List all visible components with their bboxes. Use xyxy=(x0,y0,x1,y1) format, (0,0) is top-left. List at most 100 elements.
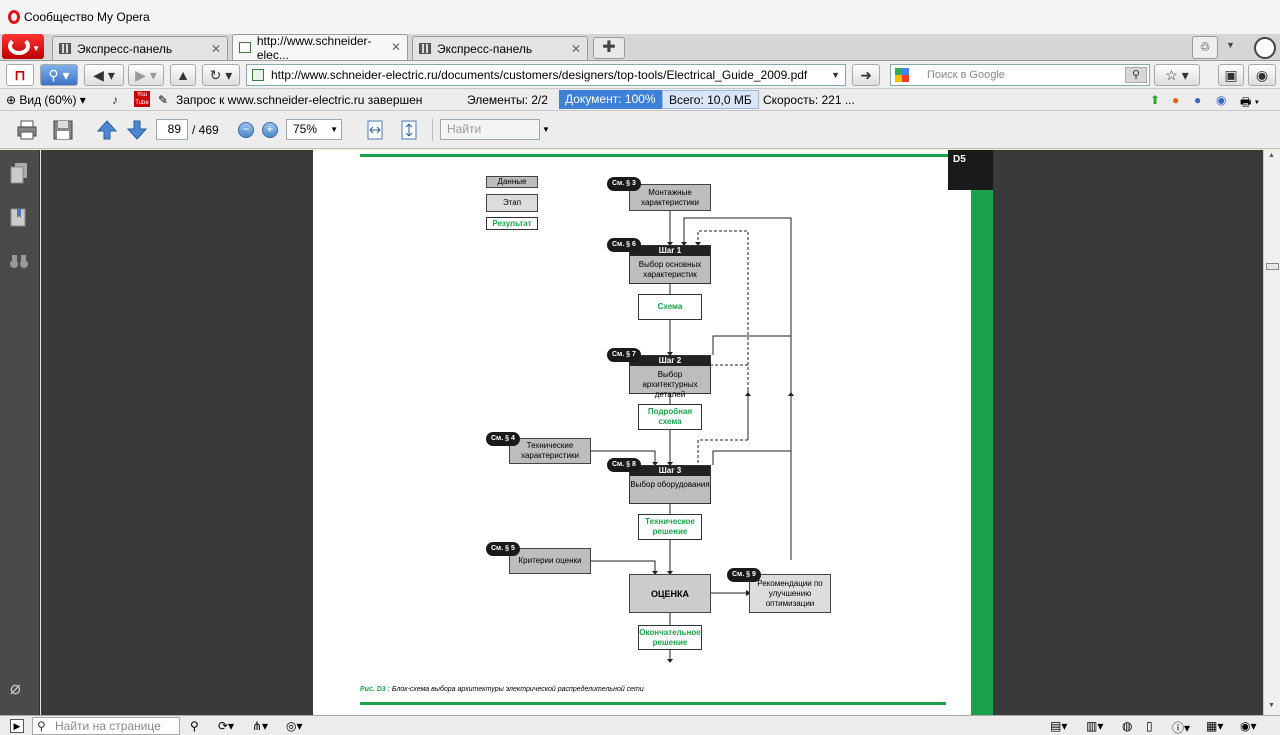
pages-icon[interactable] xyxy=(9,162,29,184)
opera-unite-icon[interactable]: ◉ xyxy=(1248,64,1276,86)
page-total: / 469 xyxy=(192,123,219,137)
fit-page-icon[interactable] xyxy=(398,119,420,141)
opera-logo-icon xyxy=(8,10,20,24)
clock-icon[interactable] xyxy=(1254,37,1276,59)
figure-caption: Рис. D3 : Блок-схема выбора архитектуры … xyxy=(360,686,644,693)
new-tab-button[interactable]: ✚ xyxy=(593,37,625,59)
up-button[interactable]: ▲ xyxy=(170,64,196,86)
node-detail-scheme: Подробная схема xyxy=(638,404,702,430)
node-eval: ОЦЕНКА xyxy=(629,574,711,613)
grid-icon xyxy=(419,43,431,54)
node-criteria: Критерии оценки xyxy=(509,548,591,574)
printer-icon[interactable]: 🖶 ▾ xyxy=(1240,95,1260,109)
node-step1: Шаг 1 Выбор основных характеристик xyxy=(629,245,711,284)
go-button[interactable]: ➜ xyxy=(852,64,880,86)
zoom-select[interactable]: 75% ▼ xyxy=(286,119,342,140)
turbo-icon[interactable]: ◎▾ xyxy=(286,719,303,733)
view-zoom[interactable]: ⊕ Вид (60%) ▾ xyxy=(6,93,86,107)
reload-button[interactable]: ↻ ▾ xyxy=(202,64,240,86)
section-tag: D5 xyxy=(953,154,966,165)
image-icon[interactable]: ▤▾ xyxy=(1050,719,1068,733)
request-status: Запрос к www.schneider-electric.ru завер… xyxy=(176,93,423,107)
node-mount: Монтажные характеристики xyxy=(629,184,711,211)
info-icon[interactable]: ⓘ▾ xyxy=(1172,721,1191,735)
pdf-find-input[interactable]: Найти xyxy=(440,119,540,140)
share-icon[interactable]: ⋔▾ xyxy=(252,719,269,733)
wrench-icon: ✎ xyxy=(158,93,169,107)
flowchart-lines xyxy=(360,150,993,715)
node-scheme: Схема xyxy=(638,294,702,320)
sidebar-icon[interactable]: ▯ xyxy=(1146,719,1153,733)
grid-icon xyxy=(59,43,71,54)
scroll-up-icon[interactable]: ▲ xyxy=(1268,152,1275,159)
window-title: Сообщество My Opera xyxy=(24,10,150,24)
page-number-input[interactable]: 89 xyxy=(156,119,188,140)
back-button[interactable]: ◀ ▾ xyxy=(84,64,124,86)
badge-rec: См. § 9 xyxy=(727,568,761,582)
tab-express-panel-1[interactable]: Экспресс-панель ✕ xyxy=(52,36,228,60)
chevron-down-icon[interactable]: ▼ xyxy=(542,125,550,134)
node-recommendations: Рекомендации по улучшению оптимизации xyxy=(749,574,831,613)
arrow-up-icon[interactable] xyxy=(96,119,118,141)
title-bar: Сообщество My Opera xyxy=(0,0,1280,34)
trash-icon[interactable]: ♲ xyxy=(1192,36,1218,59)
scroll-down-icon[interactable]: ▼ xyxy=(1268,702,1275,709)
search-icon: ⚲ xyxy=(37,719,46,733)
address-toolbar: ⊓ ⚲ ▾ ◀ ▾ ▶ ▾ ▲ ↻ ▾ http://www.schneider… xyxy=(0,61,1280,89)
messenger-icon[interactable]: ● xyxy=(1194,93,1202,107)
scroll-thumb[interactable] xyxy=(1266,263,1279,270)
close-icon[interactable]: ✕ xyxy=(210,42,221,56)
upload-icon[interactable]: ⬆ xyxy=(1150,93,1161,107)
zoom-icon[interactable]: ⚲ xyxy=(190,719,199,733)
pdf-page: D5 Данные Этап Результат Монтажные харак… xyxy=(313,150,993,715)
side-panel: ⌀ xyxy=(0,150,40,715)
vertical-scrollbar[interactable]: ▲ ▼ xyxy=(1263,150,1280,715)
tab-schneider[interactable]: http://www.schneider-elec... ✕ xyxy=(232,34,408,62)
zoom-in-icon[interactable]: + xyxy=(262,122,278,138)
paperclip-icon[interactable]: ⌀ xyxy=(10,678,21,698)
node-final: Окончательное решение xyxy=(638,625,702,650)
save-icon[interactable] xyxy=(52,119,74,141)
badge-step3: См. § 8 xyxy=(607,458,641,472)
find-on-page-input[interactable]: ⚲ Найти на странице xyxy=(32,717,180,735)
bottom-bar: ▶ ⚲ Найти на странице ⚲ ⟳▾ ⋔▾ ◎▾ ▤▾ ▥▾ ◍… xyxy=(0,715,1280,735)
zoom-out-icon[interactable]: − xyxy=(238,122,254,138)
badge-tech: См. § 4 xyxy=(486,432,520,446)
firefox-icon[interactable]: ● xyxy=(1172,93,1180,107)
forward-button[interactable]: ▶ ▾ xyxy=(128,64,164,86)
badge-mount: См. § 3 xyxy=(607,177,641,191)
print-icon[interactable] xyxy=(16,119,38,141)
opera-menu-button[interactable]: ▼ xyxy=(2,34,44,59)
close-icon[interactable]: ✕ xyxy=(570,42,581,56)
node-step2: Шаг 2 Выбор архитектурных деталей xyxy=(629,355,711,399)
bookmarks-icon[interactable] xyxy=(9,206,29,228)
speed-dial-icon[interactable]: ◍ xyxy=(1122,719,1133,733)
close-icon[interactable]: ✕ xyxy=(390,40,401,54)
sound-icon[interactable]: ♪ xyxy=(112,93,118,107)
notes-icon[interactable]: ▥▾ xyxy=(1086,719,1104,733)
chevron-down-icon[interactable]: ▼ xyxy=(831,70,840,80)
arrow-down-icon[interactable] xyxy=(126,119,148,141)
pin-icon[interactable]: ⊓ xyxy=(6,64,34,86)
fit-width-icon[interactable] xyxy=(364,119,386,141)
tab-express-panel-2[interactable]: Экспресс-панель ✕ xyxy=(412,36,588,60)
globe-icon[interactable]: ◉ xyxy=(1216,93,1227,107)
panel-toggle-icon[interactable]: ▶ xyxy=(10,719,24,733)
panel-icon[interactable]: ▣ xyxy=(1218,64,1244,86)
page-icon xyxy=(252,69,264,81)
badge-step1: См. § 6 xyxy=(607,238,641,252)
page-view-icon[interactable]: ▦▾ xyxy=(1206,719,1224,733)
node-tech: Технические характеристики xyxy=(509,438,591,464)
globe-icon[interactable]: ◉▾ xyxy=(1240,719,1257,733)
google-icon xyxy=(895,68,909,82)
binoculars-icon[interactable] xyxy=(9,250,29,272)
address-field[interactable]: http://www.schneider-electric.ru/documen… xyxy=(246,64,846,86)
search-icon[interactable]: ⚲ xyxy=(1125,67,1147,83)
bookmark-star-icon[interactable]: ☆ ▾ xyxy=(1154,64,1200,86)
search-input[interactable]: Поиск в Google ⚲ xyxy=(890,64,1150,86)
sync-icon[interactable]: ⟳▾ xyxy=(218,719,235,733)
wand-icon[interactable]: ⚲ ▾ xyxy=(40,64,78,86)
chevron-down-icon[interactable]: ▼ xyxy=(1226,40,1235,50)
